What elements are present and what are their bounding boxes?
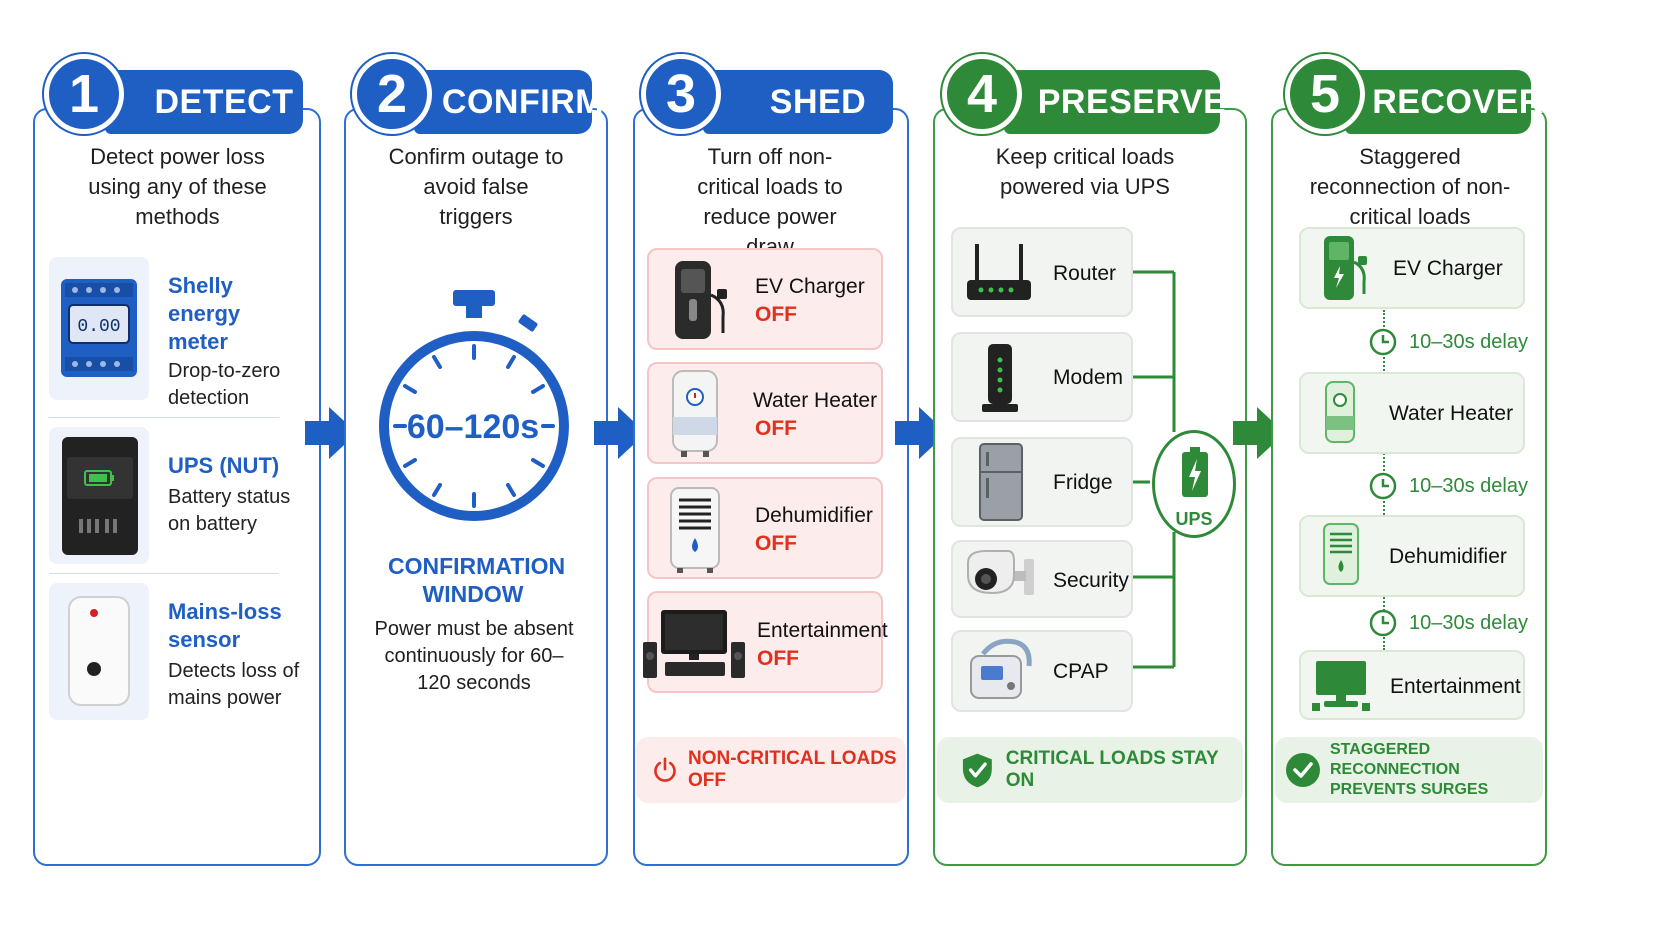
preserve-card-modem bbox=[951, 332, 1133, 422]
confirm-description: Confirm outage to avoid false triggers bbox=[388, 144, 564, 229]
method-ups: UPS (NUT) Battery status on battery bbox=[168, 452, 298, 538]
delay-1: 10–30s delay bbox=[1368, 327, 1528, 357]
shed-description: Turn off non-critical loads to reduce po… bbox=[697, 144, 843, 259]
confirm-header: CONFIRM bbox=[414, 70, 604, 134]
shed-ev-charger-label: EV Charger bbox=[755, 275, 865, 298]
step-3-number: 3 bbox=[641, 54, 721, 134]
preserve-router-label: Router bbox=[1053, 262, 1117, 285]
ev-charger-icon bbox=[1324, 236, 1367, 300]
detect-header: DETECT bbox=[105, 70, 303, 134]
shed-header: SHED bbox=[703, 70, 893, 134]
step-5-number: 5 bbox=[1285, 54, 1365, 134]
check-circle-icon bbox=[1286, 753, 1320, 787]
confirm-title: CONFIRM bbox=[441, 82, 605, 121]
meter-reading: 0.00 bbox=[77, 317, 120, 337]
water-heater-icon bbox=[1325, 381, 1355, 443]
sensor-icon bbox=[49, 583, 149, 720]
shed-title: SHED bbox=[769, 82, 867, 121]
method-sensor-detail: Detects loss of mains power bbox=[168, 660, 300, 709]
shed-entertainment-label: Entertainment bbox=[757, 619, 888, 642]
delay-2: 10–30s delay bbox=[1368, 471, 1528, 501]
recover-description: Staggered reconnection of non-critical l… bbox=[1309, 144, 1511, 229]
shed-entertainment-status: OFF bbox=[757, 647, 799, 670]
preserve-description: Keep critical loads powered via UPS bbox=[995, 144, 1175, 199]
method-ups-detail: Battery status on battery bbox=[168, 486, 291, 535]
recover-footer: STAGGERED RECONNECTION PREVENTS SURGES bbox=[1275, 737, 1543, 803]
divider bbox=[49, 573, 279, 574]
recover-header: RECOVER bbox=[1345, 70, 1543, 134]
detect-description: Detect power loss using any of these met… bbox=[88, 144, 267, 229]
detect-title: DETECT bbox=[154, 82, 294, 121]
ups-device-icon bbox=[49, 427, 149, 564]
cpap-icon bbox=[970, 638, 1032, 699]
preserve-modem-label: Modem bbox=[1053, 366, 1124, 389]
recover-entertainment-label: Entertainment bbox=[1390, 675, 1521, 698]
fridge-icon bbox=[979, 443, 1023, 521]
preserve-title: PRESERVE bbox=[1037, 82, 1227, 121]
method-shelly-title: Shelly energy meter bbox=[168, 273, 241, 354]
shield-check-icon bbox=[962, 753, 992, 788]
shed-dehumidifier-status: OFF bbox=[755, 532, 797, 555]
method-ups-title: UPS (NUT) bbox=[168, 453, 280, 478]
shed-dehumidifier-label: Dehumidifier bbox=[755, 504, 873, 527]
preserve-footer-text: CRITICAL LOADS STAY ON bbox=[1005, 748, 1219, 791]
divider bbox=[49, 417, 279, 418]
stopwatch-icon bbox=[379, 290, 569, 521]
tv-icon bbox=[643, 610, 745, 678]
shed-footer-text: NON-CRITICAL LOADS OFF bbox=[687, 748, 897, 791]
confirmation-window-text: Power must be absent continuously for 60… bbox=[374, 618, 574, 694]
modem-icon bbox=[982, 344, 1018, 412]
preserve-footer: CRITICAL LOADS STAY ON bbox=[937, 737, 1243, 803]
clock-icon bbox=[1369, 328, 1397, 356]
recover-dehumidifier-label: Dehumidifier bbox=[1389, 545, 1507, 568]
shed-water-heater-label: Water Heater bbox=[753, 389, 878, 412]
ups-hub: UPS bbox=[1152, 430, 1236, 538]
arrow-right-icon bbox=[305, 407, 357, 459]
preserve-fridge-label: Fridge bbox=[1053, 471, 1113, 494]
energy-meter-icon: 0.00 bbox=[49, 257, 149, 400]
recover-ev-charger-label: EV Charger bbox=[1393, 257, 1503, 280]
preserve-header: PRESERVE bbox=[1004, 70, 1226, 134]
recover-water-heater-label: Water Heater bbox=[1389, 402, 1514, 425]
delay-3-label: 10–30s delay bbox=[1409, 611, 1528, 634]
method-shelly-detail: Drop-to-zero detection bbox=[168, 360, 281, 409]
router-icon bbox=[967, 244, 1031, 300]
method-shelly: Shelly energy meter Drop-to-zero detecti… bbox=[168, 272, 298, 412]
camera-icon bbox=[967, 550, 1034, 595]
delay-1-label: 10–30s delay bbox=[1409, 330, 1528, 353]
delay-3: 10–30s delay bbox=[1368, 608, 1528, 638]
arrow-right-icon bbox=[594, 407, 646, 459]
recover-title: RECOVER bbox=[1372, 82, 1544, 121]
water-heater-icon bbox=[672, 370, 718, 457]
dehumidifier-icon bbox=[670, 487, 720, 573]
confirmation-window-title: CONFIRMATION WINDOW bbox=[388, 553, 566, 607]
dehumidifier-icon bbox=[1323, 523, 1359, 585]
shed-water-heater-status: OFF bbox=[755, 417, 797, 440]
clock-icon bbox=[1369, 609, 1397, 637]
power-icon bbox=[654, 757, 676, 782]
preserve-cpap-label: CPAP bbox=[1053, 660, 1109, 683]
preserve-card-router bbox=[951, 227, 1133, 317]
step-2-number: 2 bbox=[352, 54, 432, 134]
preserve-security-label: Security bbox=[1053, 569, 1129, 592]
ev-charger-icon bbox=[675, 261, 727, 339]
battery-icon bbox=[1182, 447, 1208, 497]
ups-label: UPS bbox=[1175, 509, 1213, 529]
method-sensor-title: Mains-loss sensor bbox=[168, 599, 282, 652]
recover-footer-text: STAGGERED RECONNECTION PREVENTS SURGES bbox=[1330, 741, 1489, 798]
clock-icon bbox=[1369, 472, 1397, 500]
delay-2-label: 10–30s delay bbox=[1409, 474, 1528, 497]
step-4-number: 4 bbox=[942, 54, 1022, 134]
arrow-right-icon bbox=[1233, 407, 1285, 459]
shed-ev-charger-status: OFF bbox=[755, 303, 797, 326]
timer-value: 60–120s bbox=[406, 408, 540, 446]
method-sensor: Mains-loss sensor Detects loss of mains … bbox=[168, 598, 308, 712]
shed-footer: NON-CRITICAL LOADS OFF bbox=[636, 737, 906, 803]
step-1-number: 1 bbox=[44, 54, 124, 134]
tv-icon bbox=[1312, 661, 1370, 711]
arrow-right-icon bbox=[895, 407, 947, 459]
ups-connectors bbox=[1132, 270, 1176, 669]
